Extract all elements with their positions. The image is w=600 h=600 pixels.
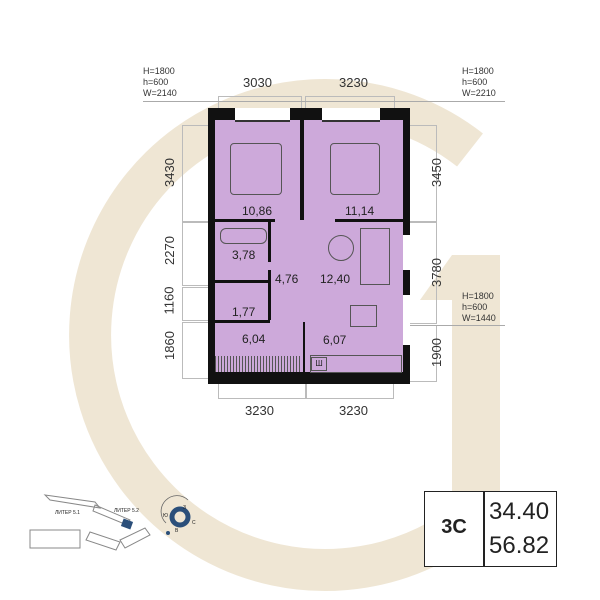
window	[322, 108, 380, 122]
sofa	[360, 228, 390, 285]
window	[403, 295, 410, 345]
dim-right: 1900	[428, 338, 444, 367]
room-area: 4,76	[275, 272, 299, 286]
room-area: 11,14	[345, 204, 375, 218]
table	[328, 235, 354, 261]
apartment-summary: 3С 34.40 56.82	[424, 491, 557, 567]
plan-fill	[215, 120, 403, 372]
dim-bottom: 3230	[245, 403, 274, 418]
living-area: 34.40	[489, 498, 550, 525]
room-area: 3,78	[232, 248, 256, 262]
room-area: 1,77	[232, 305, 256, 319]
dining-table	[350, 305, 377, 327]
dim-left: 1860	[161, 331, 177, 360]
room-area: 6,04	[242, 332, 266, 346]
dim-left: 2270	[161, 236, 177, 265]
bathtub	[220, 228, 267, 244]
dim-left: 3430	[161, 158, 177, 187]
dim-right: 3450	[428, 158, 444, 187]
kitchen-counter	[310, 355, 402, 373]
apartment-type: 3С	[441, 516, 467, 538]
dim-right: 3780	[428, 258, 444, 287]
dim-left: 1160	[161, 286, 177, 315]
dim-bottom: 3230	[339, 403, 368, 418]
bed	[330, 143, 380, 195]
total-area: 56.82	[489, 532, 550, 559]
dim-top: 3230	[339, 75, 368, 90]
window	[235, 108, 290, 122]
dim-top: 3030	[243, 75, 272, 90]
room-area: 12,40	[320, 272, 351, 286]
wardrobe	[215, 356, 300, 372]
compass	[160, 495, 191, 535]
window	[403, 235, 410, 270]
room-area: 6,07	[323, 333, 347, 347]
bed	[230, 143, 282, 195]
dishwasher-label: Ш	[311, 357, 327, 371]
room-area: 10,86	[242, 204, 273, 218]
